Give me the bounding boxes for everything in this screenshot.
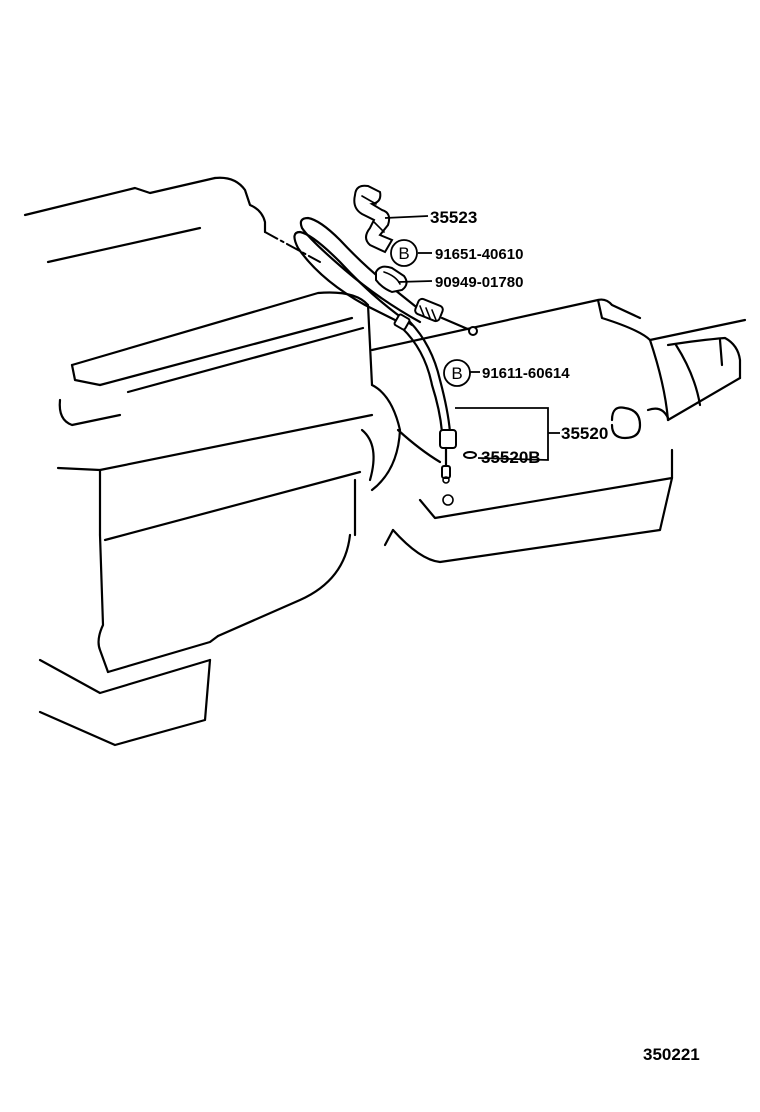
transmission-case [370,298,747,564]
engine-block [23,176,402,747]
marker-b-upper: B [390,239,418,267]
throttle-cable [293,216,478,484]
marker-b-lower: B [443,359,471,387]
label-35520: 35520 [561,424,608,443]
leader-lines [384,215,560,461]
cable-bracket [353,184,394,254]
svg-text:B: B [451,364,462,383]
label-35520B: 35520B [481,448,541,467]
label-90949-01780: 90949-01780 [435,274,523,291]
illustration-number: 350221 [643,1045,700,1064]
label-91651-40610: 91651-40610 [435,246,523,263]
label-91611-60614: 91611-60614 [482,365,570,382]
label-35523: 35523 [430,208,477,227]
retainer-washer [463,451,477,459]
svg-text:B: B [398,244,409,263]
cable-clamp [375,265,408,294]
